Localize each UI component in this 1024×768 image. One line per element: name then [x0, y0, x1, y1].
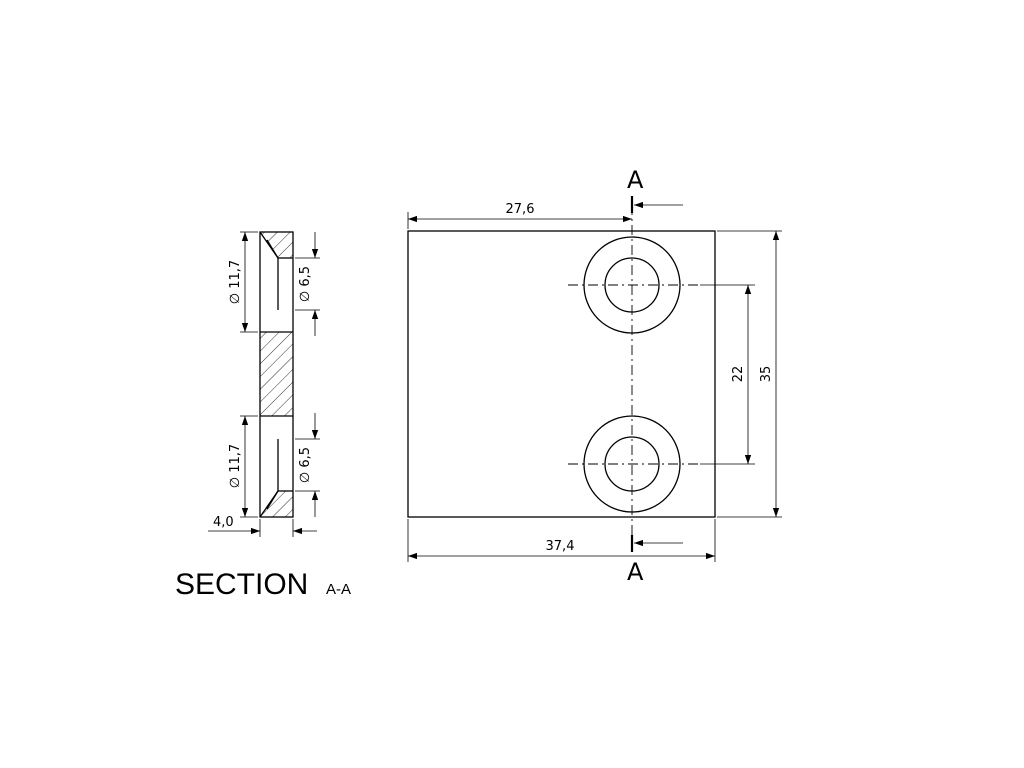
- dim-width: 37,4: [407, 519, 716, 562]
- dim-counterbore-top: ∅ 11,7: [228, 231, 258, 333]
- section-outline: [259, 231, 294, 518]
- dim-counterbore-bottom-label: ∅ 11,7: [228, 444, 243, 488]
- cutting-plane: A A: [627, 166, 683, 586]
- dim-thickness-label: 4,0: [213, 515, 234, 530]
- section-hatch-bottom: [260, 491, 293, 517]
- section-title: SECTION: [175, 568, 308, 601]
- dim-hole-offset-label: 27,6: [506, 202, 535, 217]
- dim-counterbore-top-label: ∅ 11,7: [228, 260, 243, 304]
- dim-hole-bottom-label: ∅ 6,5: [298, 447, 313, 483]
- dim-hole-spacing: 22: [700, 284, 755, 465]
- section-label-top: A: [627, 166, 644, 194]
- section-label-bottom: A: [627, 558, 644, 586]
- section-hatch-middle: [260, 332, 293, 416]
- dim-hole-top: ∅ 6,5: [295, 232, 320, 336]
- dim-counterbore-bottom: ∅ 11,7: [228, 415, 258, 518]
- dim-thickness: 4,0: [208, 515, 317, 537]
- plate-outline: [407, 230, 716, 518]
- dim-height-label: 35: [759, 366, 774, 383]
- section-title-sub: A-A: [326, 581, 351, 598]
- dim-hole-spacing-label: 22: [731, 366, 746, 383]
- dim-width-label: 37,4: [546, 539, 575, 554]
- dim-hole-bottom: ∅ 6,5: [295, 413, 320, 517]
- dim-height: 35: [717, 230, 782, 518]
- dim-hole-top-label: ∅ 6,5: [298, 266, 313, 302]
- front-view: A A 27,6 37,4 22 35: [407, 166, 782, 586]
- dim-hole-offset: 27,6: [407, 202, 632, 229]
- section-view: ∅ 11,7 ∅ 6,5 ∅ 11,7 ∅ 6,5: [175, 231, 351, 601]
- section-hatch-top: [260, 232, 293, 258]
